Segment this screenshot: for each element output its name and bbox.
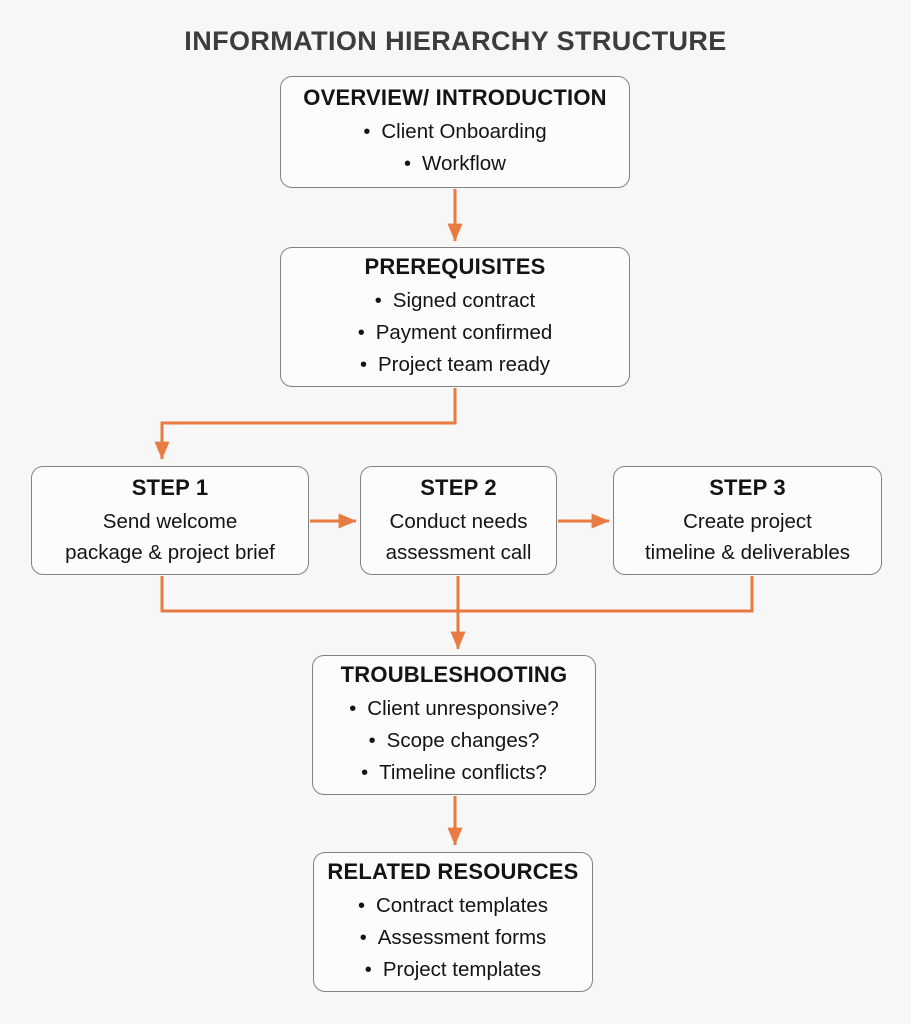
bullet-item: Assessment forms bbox=[360, 922, 547, 954]
overview-box: OVERVIEW/ INTRODUCTION Client Onboarding… bbox=[280, 76, 630, 188]
related-resources-heading: RELATED RESOURCES bbox=[327, 859, 579, 884]
troubleshooting-box: TROUBLESHOOTING Client unresponsive? Sco… bbox=[312, 655, 596, 795]
bullet-item: Project team ready bbox=[360, 349, 550, 381]
step2-box: STEP 2 Conduct needs assessment call bbox=[360, 466, 557, 575]
bullet-item: Client Onboarding bbox=[363, 116, 546, 148]
bullet-item: Signed contract bbox=[375, 285, 535, 317]
troubleshooting-heading: TROUBLESHOOTING bbox=[340, 662, 568, 687]
step3-line: timeline & deliverables bbox=[644, 540, 851, 564]
diagram-title: INFORMATION HIERARCHY STRUCTURE bbox=[184, 26, 727, 56]
step1-line: package & project brief bbox=[65, 540, 275, 564]
step1-heading: STEP 1 bbox=[131, 474, 209, 500]
related-resources-box: RELATED RESOURCES Contract templates Ass… bbox=[313, 852, 593, 992]
bullet-item: Client unresponsive? bbox=[349, 693, 558, 725]
bullet-item: Scope changes? bbox=[369, 725, 540, 757]
step2-line: assessment call bbox=[385, 540, 532, 564]
bullet-item: Workflow bbox=[404, 148, 506, 180]
bullet-item: Payment confirmed bbox=[358, 317, 553, 349]
step2-heading: STEP 2 bbox=[420, 474, 497, 500]
bullet-item: Contract templates bbox=[358, 890, 548, 922]
overview-heading: OVERVIEW/ INTRODUCTION bbox=[303, 85, 607, 110]
step3-line: Create project bbox=[683, 509, 812, 533]
prerequisites-box: PREREQUISITES Signed contract Payment co… bbox=[280, 247, 630, 387]
bullet-item: Project templates bbox=[365, 954, 541, 986]
step3-box: STEP 3 Create project timeline & deliver… bbox=[613, 466, 882, 575]
arrow-prerequisites-to-step1 bbox=[154, 388, 457, 460]
prerequisites-heading: PREREQUISITES bbox=[364, 254, 546, 279]
step2-line: Conduct needs bbox=[389, 509, 528, 533]
bullet-item: Timeline conflicts? bbox=[361, 757, 547, 789]
step3-heading: STEP 3 bbox=[709, 474, 786, 500]
step1-box: STEP 1 Send welcome package & project br… bbox=[31, 466, 309, 575]
step1-line: Send welcome bbox=[102, 509, 238, 533]
